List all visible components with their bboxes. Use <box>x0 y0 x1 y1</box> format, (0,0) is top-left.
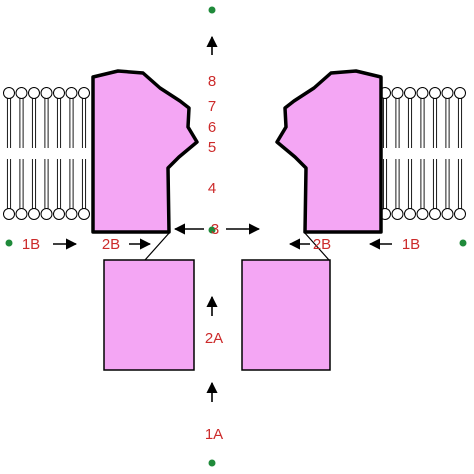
phospholipid-icon <box>441 87 454 148</box>
label-3: 3 <box>211 221 219 238</box>
phospholipid-icon <box>391 87 404 148</box>
phospholipid-icon <box>454 159 466 220</box>
label-8: 8 <box>208 73 216 90</box>
upper-protein-right <box>275 69 383 234</box>
label-7: 7 <box>208 98 216 115</box>
phospholipid-icon <box>429 87 441 148</box>
label-5: 5 <box>208 139 216 156</box>
lower-protein-left <box>103 259 195 371</box>
green-dot-icon <box>208 6 216 14</box>
phospholipid-icon <box>3 159 15 220</box>
green-dot-icon <box>459 239 467 247</box>
label-2B-right: 2B <box>313 236 331 253</box>
phospholipid-icon <box>391 159 404 220</box>
phospholipid-icon <box>416 159 429 220</box>
phospholipid-icon <box>40 87 53 148</box>
label-2A: 2A <box>205 330 223 347</box>
phospholipid-icon <box>3 87 15 148</box>
phospholipid-icon <box>404 159 416 220</box>
green-dot-icon <box>208 226 216 234</box>
phospholipid-icon <box>429 159 441 220</box>
lower-protein-right <box>241 259 331 371</box>
phospholipid-icon <box>53 159 65 220</box>
phospholipid-icon <box>78 87 90 148</box>
phospholipid-icon <box>65 87 78 148</box>
phospholipid-icon <box>65 159 78 220</box>
phospholipid-icon <box>454 87 466 148</box>
label-1B-right: 1B <box>402 236 420 253</box>
linker-right <box>303 231 330 261</box>
phospholipid-icon <box>416 87 429 148</box>
green-dot-icon <box>5 239 13 247</box>
label-4: 4 <box>208 180 216 197</box>
phospholipid-icon <box>53 87 65 148</box>
phospholipid-icon <box>15 87 28 148</box>
phospholipid-icon <box>441 159 454 220</box>
phospholipid-icon <box>15 159 28 220</box>
phospholipid-icon <box>40 159 53 220</box>
phospholipid-icon <box>28 87 40 148</box>
label-1A: 1A <box>205 426 223 443</box>
lipid-bilayer-left <box>3 87 90 220</box>
label-2B-left: 2B <box>102 236 120 253</box>
label-1B-left: 1B <box>22 236 40 253</box>
phospholipid-icon <box>404 87 416 148</box>
linker-left <box>144 231 171 261</box>
phospholipid-icon <box>78 159 90 220</box>
phospholipid-icon <box>28 159 40 220</box>
upper-protein-left <box>91 69 199 234</box>
label-6: 6 <box>208 119 216 136</box>
green-dot-icon <box>208 459 216 467</box>
